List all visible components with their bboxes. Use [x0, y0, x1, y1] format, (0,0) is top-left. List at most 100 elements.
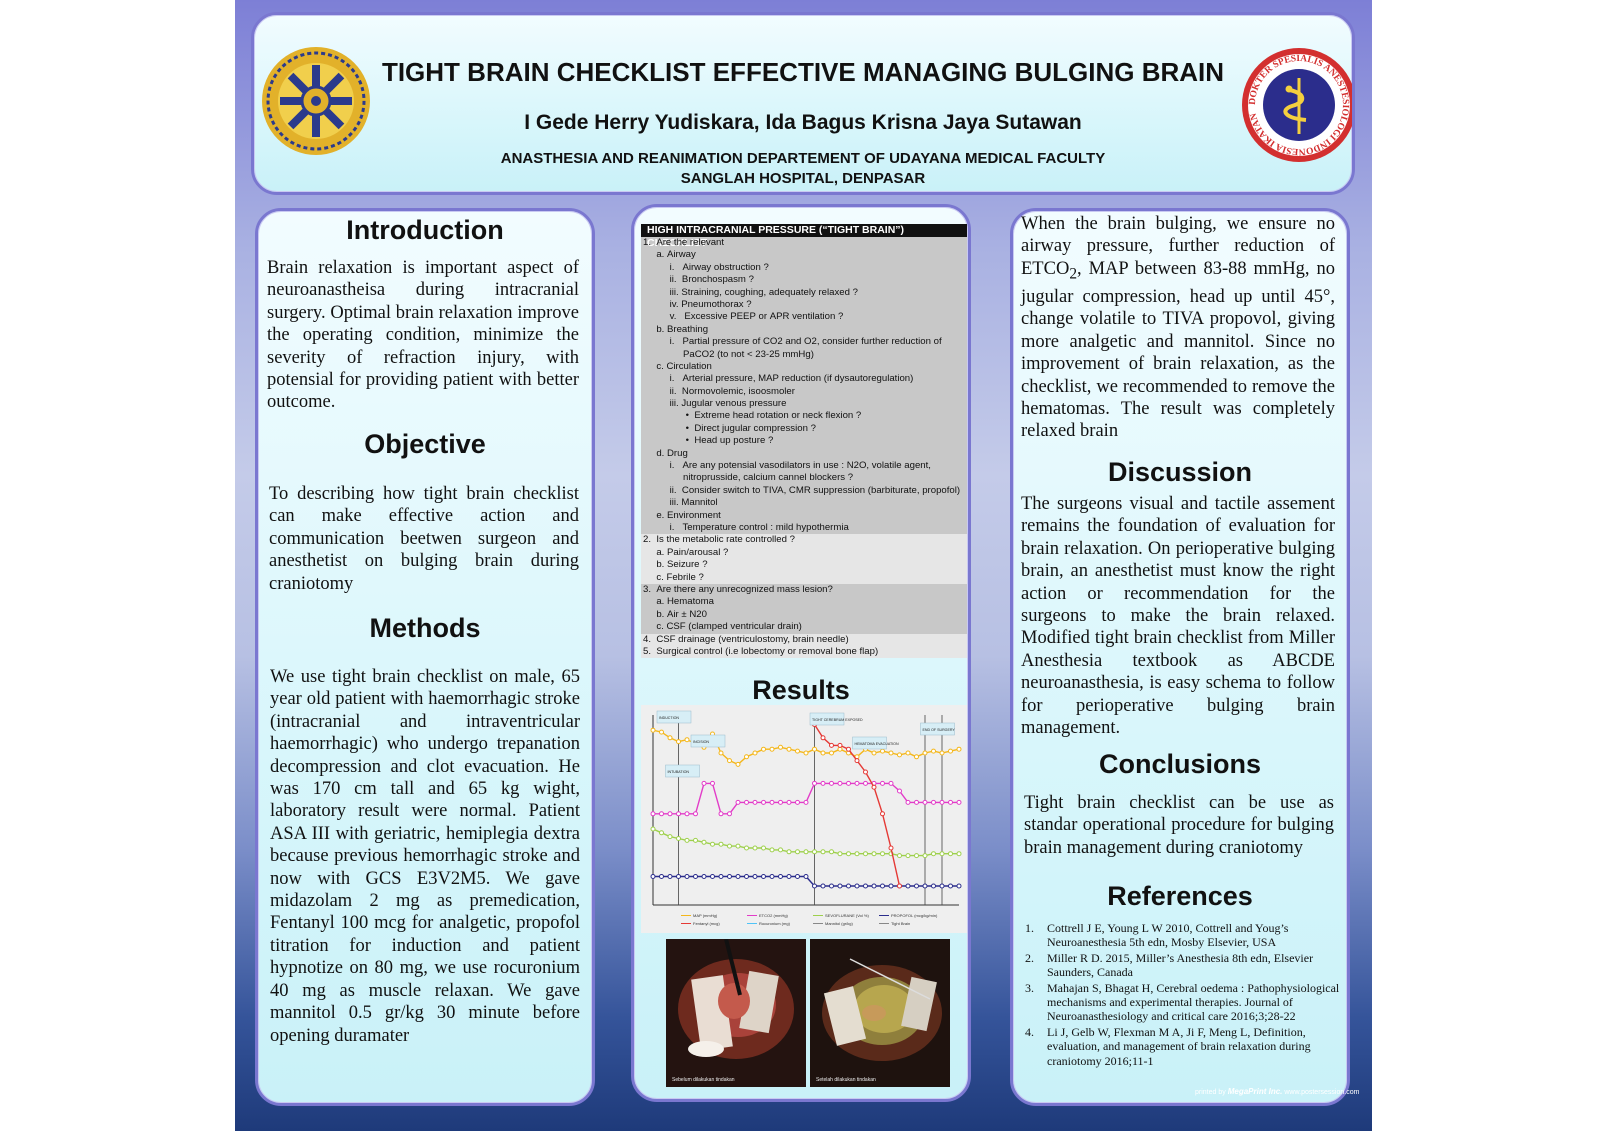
chart-point — [684, 737, 690, 743]
chart-point — [829, 849, 834, 855]
chart-point — [795, 748, 800, 754]
chart-point — [939, 750, 945, 756]
chart-point — [846, 883, 851, 889]
checklist-item: i. Temperature control : mild hypothermi… — [643, 521, 849, 533]
reference-item: 1.Cottrell J E, Young L W 2010, Cottrell… — [1025, 921, 1343, 950]
chart-point — [854, 758, 860, 764]
chart-point — [897, 752, 902, 758]
chart-point — [752, 874, 758, 879]
chart-annotation-box — [656, 710, 692, 724]
checklist-item: ii. Normovolemic, isoosmoler — [643, 385, 795, 397]
chart-point — [650, 874, 656, 879]
chart-point — [718, 874, 724, 879]
chart-point — [659, 874, 664, 879]
chart-point — [956, 799, 962, 805]
chart-point — [744, 874, 749, 879]
chart-point — [863, 769, 868, 775]
chart-legend-label: Fentanyl (mcg) — [693, 921, 720, 926]
chart-point — [888, 780, 894, 786]
reference-number: 4. — [1025, 1024, 1034, 1039]
chart-point — [922, 853, 928, 859]
introduction-text: Brain relaxation is important aspect of … — [267, 258, 579, 413]
reference-text: Mahajan S, Bhagat H, Cerebral oedema : P… — [1047, 980, 1340, 1024]
checklist-item: i. Arterial pressure, MAP reduction (if … — [643, 373, 914, 385]
introduction-heading: Introduction — [346, 215, 504, 245]
checklist-item: • Extreme head rotation or neck flexion … — [643, 410, 862, 422]
chart-point — [837, 742, 843, 748]
chart-point — [837, 851, 843, 857]
chart-point — [812, 883, 817, 889]
reference-item: 4.Li J, Gelb W, Flexman M A, Ji F, Meng … — [1025, 1025, 1343, 1068]
checklist-item: iv. Pneumothorax ? — [643, 298, 752, 310]
chart-point — [795, 849, 800, 855]
references-heading: References — [1107, 881, 1253, 911]
chart-point — [846, 851, 851, 857]
chart-point — [710, 841, 715, 847]
chart-point — [871, 883, 877, 889]
chart-point — [854, 780, 860, 786]
university-logo-icon — [262, 47, 370, 155]
printer-label: printed by — [1195, 1089, 1226, 1096]
chart-point — [769, 874, 775, 879]
chart-point — [880, 811, 885, 817]
chart-point — [905, 853, 911, 859]
anesthesiology-society-logo-icon: DOKTER SPESIALIS ANESTESIOLOGI INDONESIA… — [1242, 48, 1352, 162]
chart-point — [650, 727, 656, 733]
chart-point — [701, 874, 707, 879]
chart-annotation-label: END OF SURGERY — [923, 728, 956, 732]
chart-point — [820, 849, 826, 855]
chart-point — [676, 836, 681, 841]
chart-point — [948, 883, 953, 889]
discussion-text: The surgeons visual and tactile assement… — [1021, 494, 1335, 739]
checklist-item: 4. CSF drainage (ventriculostomy, brain … — [643, 633, 849, 645]
chart-point — [650, 811, 656, 817]
chart-point — [812, 746, 817, 752]
chart-point — [718, 750, 724, 756]
chart-point — [718, 811, 724, 817]
chart-point — [684, 811, 690, 817]
chart-point — [863, 780, 868, 786]
conclusions-text: Tight brain checklist can be use as stan… — [1024, 793, 1334, 858]
objective-text: To describing how tight brain checklist … — [269, 484, 579, 594]
chart-point — [718, 841, 724, 847]
chart-point — [769, 799, 775, 805]
poster-authors: I Gede Herry Yudiskara, Ida Bagus Krisna… — [524, 111, 1082, 134]
chart-point — [956, 746, 962, 752]
chart-point — [786, 799, 792, 805]
checklist-item: i. Partial pressure of CO2 and O2, consi… — [643, 336, 942, 348]
chart-point — [880, 748, 885, 754]
chart-point — [761, 874, 766, 879]
chart-point — [837, 780, 843, 786]
reference-text: Cottrell J E, Young L W 2010, Cottrell a… — [1047, 921, 1289, 950]
chart-point — [761, 799, 766, 805]
chart-point — [931, 851, 936, 857]
results-continuation-text: When the brain bulging, we ensure no air… — [1021, 214, 1335, 442]
chart-point — [880, 780, 885, 786]
chart-point — [667, 735, 673, 741]
checklist-item: a. Hematoma — [643, 596, 714, 608]
checklist-item: b. Breathing — [643, 323, 709, 335]
chart-point — [820, 750, 826, 756]
chart-point — [948, 851, 953, 857]
checklist-item: c. Febrile ? — [643, 571, 704, 583]
chart-point — [659, 729, 664, 735]
chart-point — [710, 874, 715, 879]
chart-point — [735, 874, 741, 879]
chart-point — [752, 845, 758, 851]
chart-point — [956, 883, 962, 889]
checklist-item: nitroprusside, calcium cannel blockers ? — [643, 472, 854, 484]
chart-point — [795, 799, 800, 805]
chart-point — [829, 742, 834, 748]
checklist-item: c. Circulation — [643, 360, 712, 372]
chart-point — [659, 811, 664, 817]
chart-point — [803, 874, 809, 879]
reference-number: 2. — [1025, 950, 1034, 965]
surgery-photo-after-image — [810, 939, 950, 1087]
chart-point — [744, 845, 749, 851]
chart-point — [735, 799, 741, 805]
chart-annotation-label: INTUBATION — [668, 770, 690, 774]
discussion-heading: Discussion — [1107, 457, 1253, 487]
reference-number: 3. — [1025, 980, 1034, 995]
affiliation-line: ANASTHESIA AND REANIMATION DEPARTEMENT O… — [500, 150, 1106, 167]
